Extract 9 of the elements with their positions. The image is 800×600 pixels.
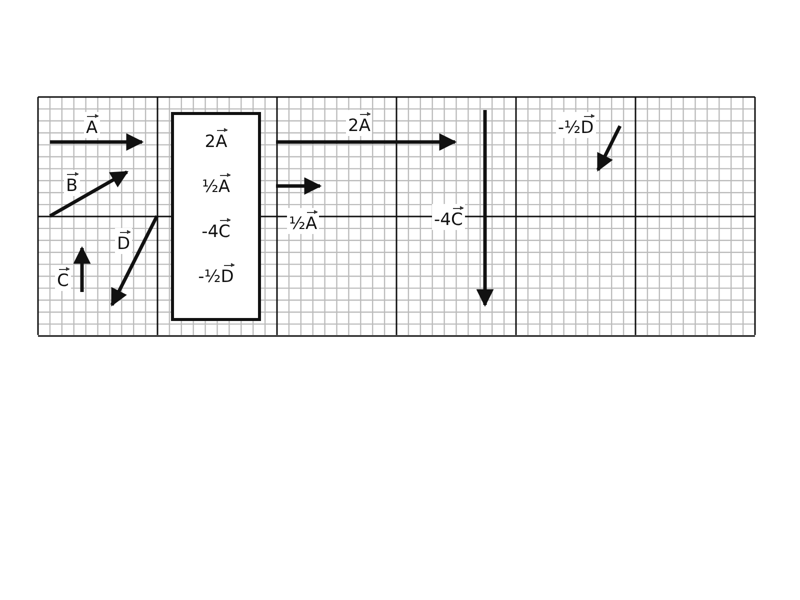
vector-label: A <box>84 112 100 138</box>
vector-label: B <box>64 170 80 196</box>
vector-label: 2A <box>346 110 372 136</box>
vector-label: ½A <box>287 208 320 234</box>
vector-label: -½D <box>556 112 596 138</box>
vector-label: D <box>115 228 132 254</box>
vector-label: -4C <box>432 204 465 230</box>
expression-box <box>171 112 261 321</box>
vector-label: C <box>55 265 71 291</box>
